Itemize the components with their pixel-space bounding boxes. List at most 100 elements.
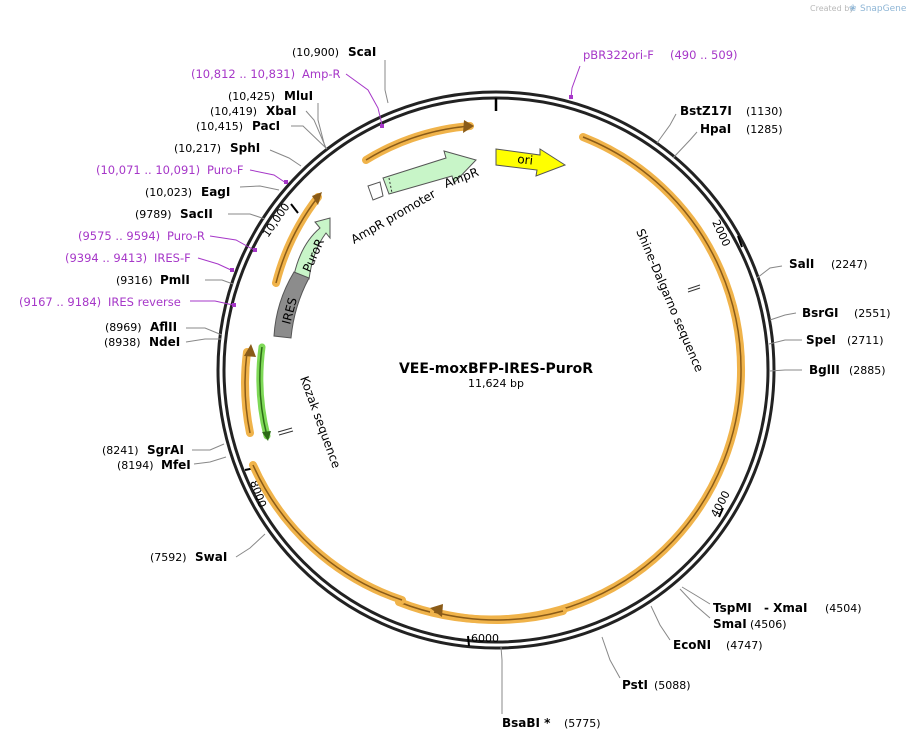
ires-feature[interactable] xyxy=(273,271,310,339)
orf-arcs xyxy=(241,120,746,624)
enzyme-name-smai[interactable]: SmaI xyxy=(713,617,747,631)
ori-label: ori xyxy=(517,152,534,168)
orf-large-right[interactable] xyxy=(395,133,746,624)
plasmid-size: 11,624 bp xyxy=(468,377,524,390)
leader-swai xyxy=(235,533,266,558)
shine-dalgarno-marker-a xyxy=(687,284,701,290)
enzyme-name-xmai[interactable]: - XmaI xyxy=(764,601,807,615)
ampr-feature[interactable] xyxy=(382,150,477,195)
leader-xbai xyxy=(305,110,327,149)
leader-econi xyxy=(650,605,671,641)
leader-sphi xyxy=(269,149,302,167)
enzyme-name-sgrai[interactable]: SgrAI xyxy=(147,443,184,457)
kozak-label: Kozak sequence xyxy=(297,374,343,470)
primer-labels: pBR322ori-F (490 .. 509) (10,812 .. 10,8… xyxy=(19,48,738,309)
shine-dalgarno-label: Shine-Dalgarno sequence xyxy=(633,227,706,374)
primer-name-puro-r[interactable]: Puro-R xyxy=(167,229,205,243)
primer-name-pbr322ori-f[interactable]: pBR322ori-F xyxy=(583,48,654,62)
primer-name-puro-f[interactable]: Puro-F xyxy=(207,163,244,177)
enzyme-name-psti[interactable]: PstI xyxy=(622,678,648,692)
primer-name-amp-r[interactable]: Amp-R xyxy=(302,67,341,81)
leader-psti xyxy=(601,636,621,679)
tick-label-10000: 10,000 xyxy=(260,201,293,240)
primer-range-ires-reverse: (9167 .. 9184) xyxy=(19,295,101,309)
enzyme-name-pmli[interactable]: PmlI xyxy=(160,273,190,287)
primer-marker-ires-f xyxy=(230,268,234,272)
enzyme-name-mfei[interactable]: MfeI xyxy=(161,458,191,472)
enzyme-name-sacii[interactable]: SacII xyxy=(180,207,213,221)
enzyme-name-bsrgi[interactable]: BsrGI xyxy=(802,306,839,320)
backbone-outer-ring xyxy=(216,90,776,650)
enzyme-name-swai[interactable]: SwaI xyxy=(195,550,227,564)
orf-lower-left-line xyxy=(252,464,403,601)
enzyme-name-sali[interactable]: SalI xyxy=(789,257,814,271)
enzyme-name-hpai[interactable]: HpaI xyxy=(700,122,731,136)
enzyme-name-tspmi[interactable]: TspMI xyxy=(713,601,752,615)
enzyme-name-spei[interactable]: SpeI xyxy=(806,333,836,347)
enzyme-name-bglii[interactable]: BglII xyxy=(809,363,840,377)
leader-paci xyxy=(291,125,328,150)
enzyme-pos-sgrai: (8241) xyxy=(102,444,139,457)
enzyme-name-mlui[interactable]: MluI xyxy=(284,89,313,103)
enzyme-pos-xmai: (4504) xyxy=(825,602,862,615)
enzyme-name-sphi[interactable]: SphI xyxy=(230,141,260,155)
kozak-marker-b xyxy=(278,430,294,436)
enzyme-pos-psti: (5088) xyxy=(654,679,691,692)
tick-mark-10000 xyxy=(290,203,299,214)
ampr-promoter-feature[interactable] xyxy=(367,181,384,201)
leader-puro-r xyxy=(209,235,255,251)
ampr-promoter-label: AmpR promoter xyxy=(349,187,439,247)
primer-marker-puro-f xyxy=(284,180,288,184)
enzyme-pos-spei: (2711) xyxy=(847,334,884,347)
orf-lower-left[interactable] xyxy=(249,461,406,604)
tick-label-6000: 6000 xyxy=(471,632,499,645)
leader-scai xyxy=(384,60,389,104)
primer-name-ires-reverse[interactable]: IRES reverse xyxy=(108,295,181,309)
orf-left-line xyxy=(244,351,251,434)
enzyme-name-ndei[interactable]: NdeI xyxy=(149,335,180,349)
primer-name-ires-f[interactable]: IRES-F xyxy=(154,251,191,265)
enzyme-name-aflii[interactable]: AflII xyxy=(150,320,177,334)
enzyme-pos-bglii: (2885) xyxy=(849,364,886,377)
leader-bglii xyxy=(769,369,802,372)
orf-ampr-arrow xyxy=(463,120,474,133)
leader-sali xyxy=(756,265,783,279)
leader-amp-r xyxy=(345,73,383,126)
enzyme-pos-paci: (10,415) xyxy=(196,120,243,133)
leader-bstz17i xyxy=(656,113,677,144)
leader-bsrgi xyxy=(769,312,797,321)
enzyme-name-scai[interactable]: ScaI xyxy=(348,45,376,59)
enzyme-name-eagi[interactable]: EagI xyxy=(201,185,230,199)
enzyme-pos-bsabi: (5775) xyxy=(564,717,601,730)
leader-tspmi xyxy=(681,586,711,605)
orf-green-arrow xyxy=(262,431,271,441)
orf-puro-arrow xyxy=(312,192,322,205)
credit-brand: SnapGene xyxy=(860,4,907,14)
credit-prefix: Created by xyxy=(810,4,854,13)
leader-pbr322ori-f xyxy=(570,65,581,99)
leader-smai xyxy=(679,588,711,619)
ires-label: IRES xyxy=(279,296,300,326)
enzyme-pos-sacii: (9789) xyxy=(135,208,172,221)
leader-mfei xyxy=(193,456,227,465)
enzyme-name-xbai[interactable]: XbaI xyxy=(266,104,296,118)
leader-puro-f xyxy=(249,169,287,184)
leader-ires-reverse xyxy=(190,300,234,306)
orf-puro-line xyxy=(275,196,319,284)
enzyme-pos-hpai: (1285) xyxy=(746,123,783,136)
primer-leaders xyxy=(190,65,581,306)
enzyme-name-paci[interactable]: PacI xyxy=(252,119,280,133)
ori-feature[interactable] xyxy=(495,148,567,177)
orf-ampr-line xyxy=(365,125,471,161)
enzyme-pos-aflii: (8969) xyxy=(105,321,142,334)
enzyme-name-bsabi[interactable]: BsaBI * xyxy=(502,716,551,730)
enzyme-pos-swai: (7592) xyxy=(150,551,187,564)
orf-large-right-line xyxy=(398,136,742,621)
enzyme-pos-xbai: (10,419) xyxy=(210,105,257,118)
enzyme-name-bstz17i[interactable]: BstZ17I xyxy=(680,104,732,118)
enzyme-name-econi[interactable]: EcoNI xyxy=(673,638,711,652)
enzyme-pos-sphi: (10,217) xyxy=(174,142,221,155)
enzyme-pos-scai: (10,900) xyxy=(292,46,339,59)
puror-feature[interactable] xyxy=(293,217,331,280)
